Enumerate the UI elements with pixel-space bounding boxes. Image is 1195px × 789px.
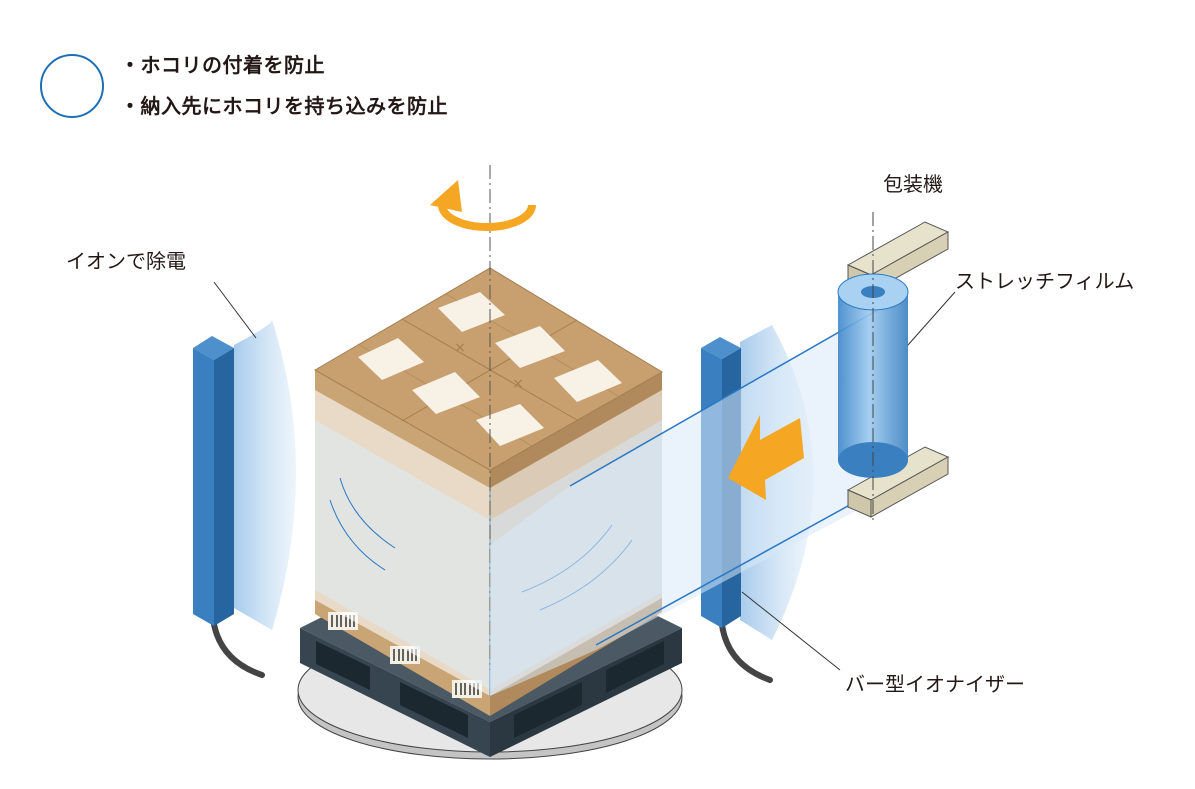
packaging-machine-label: 包装機	[883, 172, 943, 196]
bar-ionizer-label: バー型イオナイザー	[845, 672, 1025, 696]
legend-circle-icon	[40, 54, 104, 118]
svg-text:×: ×	[454, 340, 466, 356]
left-bar-ionizer	[193, 336, 265, 678]
legend-item: ・ホコリの付着を防止	[120, 53, 325, 77]
legend-item: ・納入先にホコリを持ち込みを防止	[120, 94, 448, 118]
leader-lines	[213, 281, 956, 671]
svg-text:×: ×	[512, 376, 524, 392]
film-direction-arrow-icon	[728, 415, 804, 500]
ionizer-effect-label: イオンで除電	[66, 249, 186, 273]
legend-benefits: ・ホコリの付着を防止 ・納入先にホコリを持ち込みを防止	[120, 45, 448, 127]
packaging-machine	[837, 212, 950, 520]
stretch-film-label: ストレッチフィルム	[955, 269, 1135, 293]
rotation-arrow-icon	[430, 180, 536, 231]
left-ion-field	[234, 320, 296, 630]
